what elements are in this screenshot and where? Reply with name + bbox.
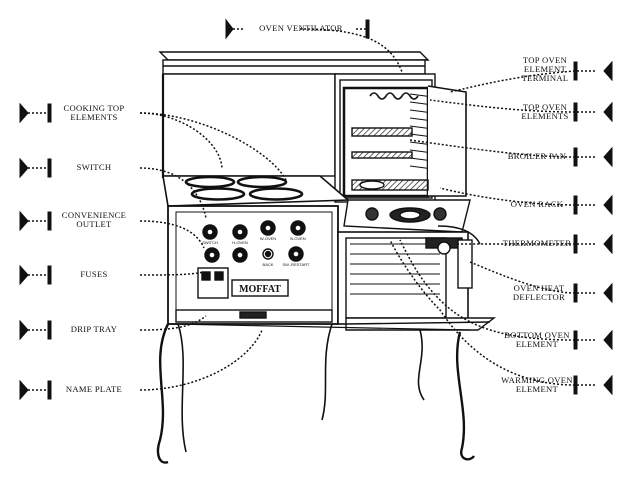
label-bottom-oven-element: BOTTOM OVEN ELEMENT xyxy=(504,330,570,349)
label-convenience-outlet: CONVENIENCE OUTLET xyxy=(61,210,127,229)
label-oven-ventilator: OVEN VENTILATOR xyxy=(259,23,343,33)
label-oven-heat-deflector: OVEN HEAT DEFLECTOR xyxy=(512,283,566,302)
end-cap-icon xyxy=(19,264,52,286)
label-fuses: FUSES xyxy=(80,269,108,279)
end-cap-icon xyxy=(573,329,613,351)
knob-label: SWITCH xyxy=(202,240,218,245)
end-cap-icon xyxy=(356,19,370,39)
label-oven-rack: OVEN RACK xyxy=(510,199,564,209)
label-broiler-pan: BROILER PAN xyxy=(507,151,567,161)
end-cap-icon xyxy=(225,18,245,40)
knob-label: B-OVEN xyxy=(290,236,305,241)
end-cap-icon xyxy=(19,210,52,232)
end-cap-icon xyxy=(573,101,613,123)
knob-label: BACK xyxy=(263,262,274,267)
end-cap-icon xyxy=(573,374,613,396)
end-cap-icon xyxy=(19,102,52,124)
end-cap-icon xyxy=(573,282,613,304)
end-cap-symbols xyxy=(19,18,613,401)
brand-plate: MOFFAT xyxy=(239,284,281,295)
label-thermometer: THERMOMETER xyxy=(502,238,572,248)
end-cap-icon xyxy=(19,157,52,179)
label-drip-tray: DRIP TRAY xyxy=(70,324,118,334)
end-cap-icon xyxy=(573,146,613,168)
label-cooking-top-elements: COOKING TOP ELEMENTS xyxy=(63,103,125,122)
end-cap-icon xyxy=(19,319,52,341)
label-top-oven-elements: TOP OVEN ELEMENTS xyxy=(521,102,569,121)
label-warming-oven-element: WARMING OVEN ELEMENT xyxy=(501,375,573,394)
label-top-oven-element-terminal: TOP OVEN ELEMENT TERMINAL xyxy=(521,55,569,83)
end-cap-icon xyxy=(573,233,613,255)
end-cap-icon xyxy=(573,194,613,216)
knob-label: W-OVEN xyxy=(260,236,276,241)
end-cap-icon xyxy=(19,379,52,401)
leader-lines xyxy=(139,28,576,391)
stove-body xyxy=(156,51,497,464)
end-cap-icon xyxy=(573,60,613,82)
label-name-plate: NAME PLATE xyxy=(65,384,123,394)
knob-label: H-OVEN xyxy=(232,240,248,245)
label-switch: SWITCH xyxy=(76,162,112,172)
knob-label: SW.-RESTART xyxy=(283,262,311,267)
